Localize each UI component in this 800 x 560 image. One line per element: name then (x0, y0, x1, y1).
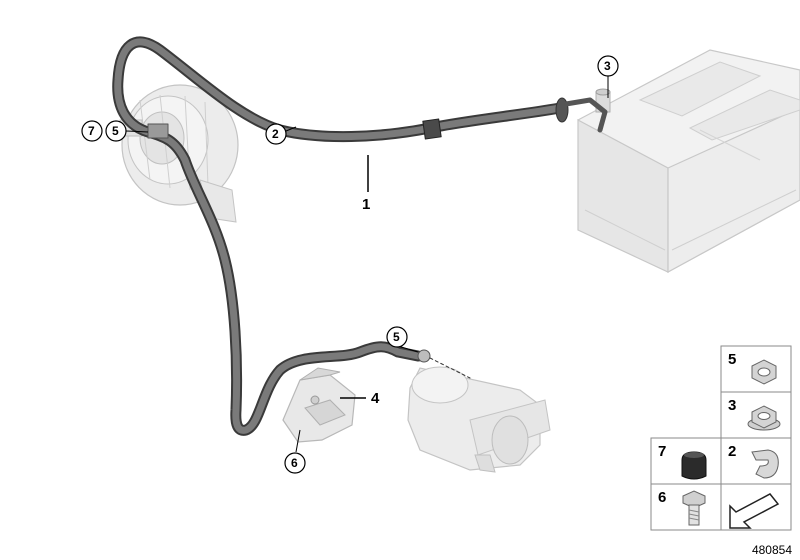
callout-4-label: 4 (371, 390, 380, 407)
legend-cell-7-number: 7 (658, 443, 666, 460)
legend-cell-2-number: 2 (728, 443, 736, 460)
legend-cell-5: 5 (720, 345, 792, 393)
legend-cell-6: 6 (650, 483, 722, 531)
diagram-id: 480854 (751, 543, 792, 557)
callout-3-label: 3 (604, 59, 611, 73)
callout-7-label: 7 (88, 124, 95, 138)
legend-arrow-cell (720, 483, 792, 531)
legend-cell-2: 2 (720, 437, 792, 485)
callout-7: 7 (81, 120, 103, 142)
battery-cable (112, 36, 608, 436)
cable-clip-icon (751, 449, 779, 479)
callout-2: 2 (265, 123, 297, 145)
legend-cell-3-number: 3 (728, 397, 736, 414)
callout-4: 4 (340, 390, 380, 407)
legend-cell-3: 3 (720, 391, 792, 439)
direction-arrow-icon (729, 493, 780, 529)
callout-1-label: 1 (362, 196, 370, 213)
callout-5-alternator: 5 (105, 120, 149, 142)
callout-6: 6 (284, 429, 306, 474)
rubber-cap-icon (681, 451, 707, 480)
parts-legend: 5 3 7 2 (650, 345, 792, 531)
callout-2-label: 2 (272, 127, 279, 141)
flange-nut-icon (747, 405, 781, 431)
flange-nut-icon (751, 359, 777, 385)
callout-3: 3 (597, 55, 619, 98)
callout-1: 1 (362, 155, 370, 213)
callout-5-starter: 5 (386, 326, 419, 353)
cable-bracket (282, 367, 356, 443)
callout-5-starter-label: 5 (393, 330, 400, 344)
callout-5-alternator-label: 5 (112, 124, 119, 138)
legend-cell-7: 7 (650, 437, 722, 485)
legend-cell-5-number: 5 (728, 351, 736, 368)
battery (577, 49, 800, 274)
callout-6-label: 6 (291, 456, 298, 470)
bolt-icon (682, 490, 706, 526)
legend-cell-6-number: 6 (658, 489, 666, 506)
starter-motor (407, 366, 551, 473)
